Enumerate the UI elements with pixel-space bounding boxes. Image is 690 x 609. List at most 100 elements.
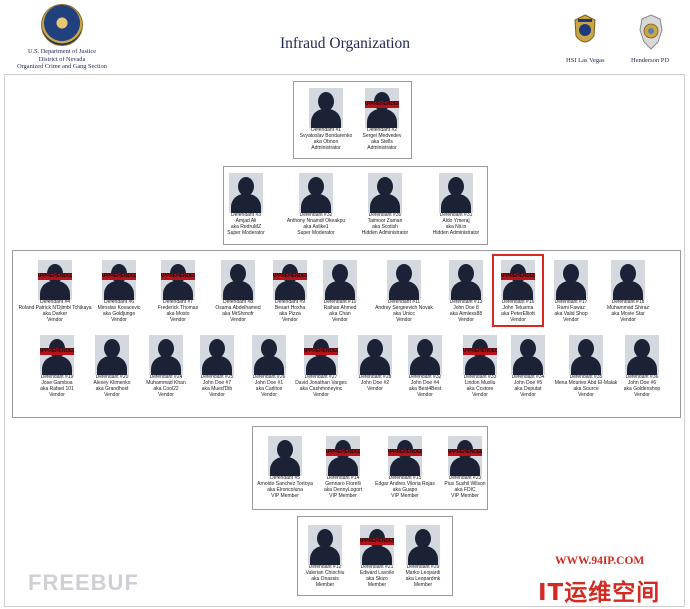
defendant-text-line: Super Moderator: [227, 229, 265, 236]
defendant-text-line: aka Aslike1: [303, 223, 329, 230]
defendant-text-line: aka Darker: [42, 310, 68, 317]
defendant-text-line: aka Onassis: [311, 575, 339, 582]
defendant-text-line: Frederick Thomas: [157, 304, 199, 311]
defendant-text-line: Vendor: [510, 316, 526, 323]
defendant-text-line: aka PeterElliott: [501, 310, 535, 317]
defendant-text-line: Vendor: [332, 316, 348, 323]
silhouette-icon: APPREHENDED: [448, 436, 482, 476]
silhouette-icon: [368, 173, 402, 213]
silhouette-icon: [323, 260, 357, 300]
apprehended-stamp: APPREHENDED: [102, 273, 136, 280]
defendant-text-line: aka Cashmoneyinc: [299, 385, 343, 392]
defendant-text-line: John Doe #2: [360, 379, 390, 386]
defendant-text-line: Defendant #26: [252, 374, 286, 380]
defendant-text-line: aka Mosto: [166, 310, 190, 317]
defendant-text-line: Muhammad Shiraz: [607, 304, 649, 311]
defendant-text-line: VIP Member: [271, 492, 299, 499]
defendant-text-line: John Telusma: [502, 304, 534, 311]
defendant-text-line: Vendor: [458, 316, 474, 323]
silhouette-icon: [309, 88, 343, 128]
defendant-text-line: Osama Abdelhamed: [215, 304, 261, 311]
defendant-text-line: Defendant #14: [326, 475, 360, 481]
silhouette-icon: APPREHENDED: [102, 260, 136, 300]
defendant-text-line: Vendor: [578, 391, 594, 398]
defendant-text-line: aka Movie Star: [611, 310, 645, 317]
doj-header: U.S. Department of Justice District of N…: [6, 4, 118, 71]
page-title: Infraud Organization: [279, 35, 411, 52]
apprehended-stamp: APPREHENDED: [463, 348, 497, 355]
defendant-text-line: Member: [367, 581, 387, 588]
apprehended-stamp: APPREHENDED: [161, 273, 195, 280]
silhouette-icon: [252, 335, 286, 375]
defendant-text-line: aka Mued'Dib: [201, 385, 233, 392]
defendant-text-line: Valerian Chiochiu: [305, 569, 345, 576]
silhouette-icon: APPREHENDED: [161, 260, 195, 300]
defendant-text-line: Andrey Sergeevich Novak: [375, 304, 433, 311]
silhouette-icon: [554, 260, 588, 300]
defendant-text-line: Edward Lavoile: [359, 569, 395, 576]
defendant-text-line: Vendor: [47, 316, 63, 323]
defendant-text-line: Arnoldo Sanchez Tortoya: [257, 480, 313, 487]
doj-line-1: U.S. Department of Justice: [27, 48, 97, 55]
defendant-text-line: Defendant #23: [448, 475, 482, 481]
defendant-text-line: aka Chan: [329, 310, 351, 317]
defendant-text-line: David Jonathan Varges: [295, 379, 347, 386]
defendant-text-line: Defendant #36: [625, 374, 659, 380]
defendant-text-line: Vendor: [396, 316, 412, 323]
silhouette-icon: APPREHENDED: [463, 335, 497, 375]
defendant-text-line: VIP Member: [391, 492, 419, 499]
apprehended-stamp: APPREHENDED: [326, 449, 360, 456]
defendant-text-line: aka Scotish: [372, 223, 398, 230]
defendant-text-line: Aldo Ymeraj: [442, 217, 470, 224]
defendant-text-line: Super Moderator: [297, 229, 335, 236]
defendant-text-line: Defendant #30: [368, 212, 402, 218]
silhouette-icon: APPREHENDED: [304, 335, 338, 375]
silhouette-icon: APPREHENDED: [388, 436, 422, 476]
defendant-text-line: aka Rafael 101: [40, 385, 74, 392]
apprehended-stamp: APPREHENDED: [388, 449, 422, 456]
silhouette-icon: APPREHENDED: [360, 525, 394, 565]
defendant-text-line: Alexey Klimenko: [93, 379, 131, 386]
defendant-text-line: John Doe 8: [453, 304, 479, 311]
hsi-label: HSI Las Vegas: [566, 57, 605, 64]
defendant-text-line: Defendant #27: [304, 374, 338, 380]
silhouette-icon: APPREHENDED: [38, 260, 72, 300]
defendant-text-line: Defendant #19: [40, 374, 74, 380]
silhouette-icon: [511, 335, 545, 375]
defendant-text-line: John Doe #6: [627, 379, 657, 386]
defendant-text-line: Vendor: [282, 316, 298, 323]
defendant-text-line: Raihan Ahmed: [323, 304, 357, 311]
defendant-text-line: John Doe #1: [254, 379, 284, 386]
defendant-text-line: aka Grandhost: [95, 385, 129, 392]
defendant-text-line: aka RedruMZ: [230, 223, 262, 230]
defendant-text-line: Defendant #15: [388, 475, 422, 481]
silhouette-icon: [308, 525, 342, 565]
defendant-text-line: Defendant #32: [408, 374, 442, 380]
defendant-text-line: Vendor: [634, 391, 650, 398]
defendant-text-line: aka Best4Best: [408, 385, 442, 392]
apprehended-stamp: APPREHENDED: [38, 273, 72, 280]
defendant-text-line: Sergei Medvedev: [362, 132, 402, 139]
defendant-text-line: Defendant #35: [569, 374, 603, 380]
defendant-text-line: Hidden Administrator: [432, 229, 480, 236]
defendant-text-line: Vendor: [104, 391, 120, 398]
defendant-text-line: Muhammad Khan: [146, 379, 186, 386]
silhouette-icon: [406, 525, 440, 565]
defendant-text-line: Vendor: [49, 391, 65, 398]
defendant-text-line: Administrator: [367, 144, 397, 151]
silhouette-icon: [449, 260, 483, 300]
